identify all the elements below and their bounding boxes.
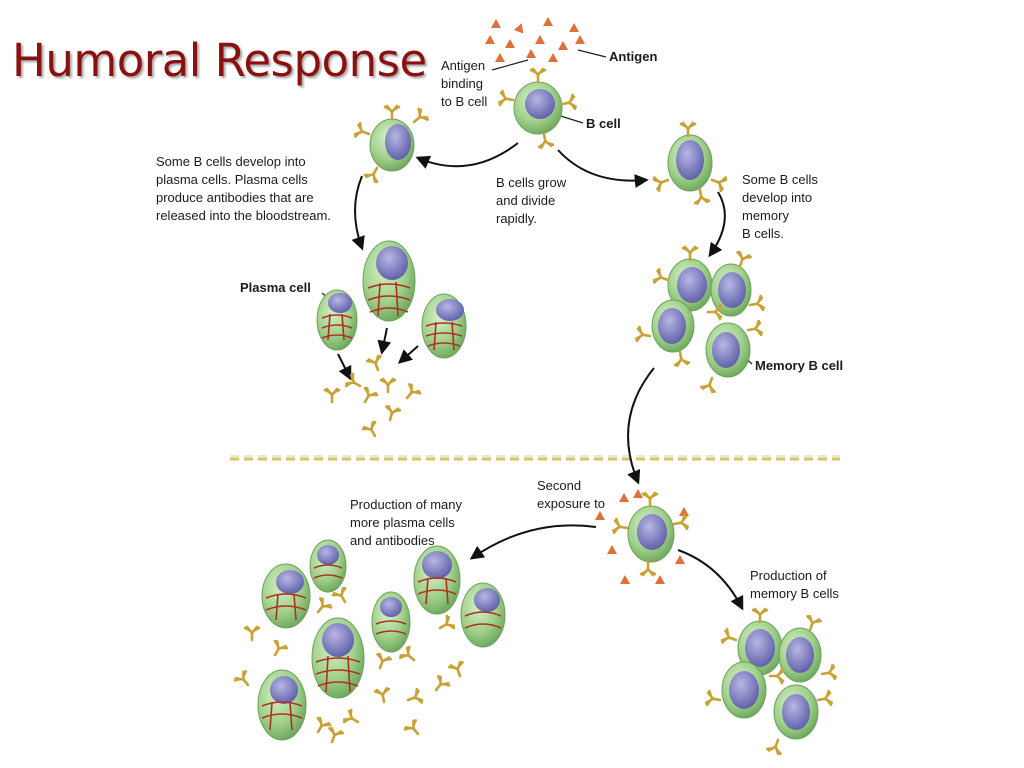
plasma-cell: [316, 289, 358, 351]
b-cell-initial: [497, 67, 578, 150]
memory-precursor-cell: [652, 121, 728, 206]
plasma-cells-upper: [316, 240, 467, 359]
memory-b-cell-cluster-upper: [634, 245, 766, 394]
arrow-to-memory-precursor: [557, 149, 649, 188]
label-memory-b-cell: Memory B cell: [755, 358, 844, 373]
label-plasma-development: Some B cells develop into plasma cells. …: [156, 154, 331, 223]
process-arrows: [337, 142, 744, 611]
label-grow-divide: B cells grow and divide rapidly.: [496, 175, 567, 226]
antigen-particles: [485, 17, 585, 62]
arrow-precursor-to-memory: [708, 191, 726, 258]
memory-b-cell-cluster-lower: [704, 607, 838, 756]
plasma-cell: [421, 293, 467, 359]
b-cell-second-exposure: [611, 491, 690, 577]
plasma-cells-lower: [257, 539, 506, 741]
label-b-cell: B cell: [586, 116, 621, 131]
label-many-plasma: Production of many more plasma cells and…: [350, 497, 463, 548]
slide-title: Humoral Response: [12, 34, 427, 87]
label-memory-development: Some B cells develop into memory B cells…: [742, 172, 818, 241]
arrow-precursor-to-plasma: [351, 175, 365, 251]
arrow-to-plasma-precursor: [415, 142, 519, 169]
label-antigen-binding: Antigen binding to B cell: [441, 58, 488, 109]
arrow-memory-to-second-exposure: [627, 367, 655, 485]
label-second-exposure: Second exposure to: [537, 478, 605, 511]
released-antibodies-upper: [323, 354, 423, 441]
arrow-to-many-plasma: [469, 524, 597, 560]
label-antigen: Antigen: [609, 49, 658, 64]
label-memory-production: Production of memory B cells: [750, 568, 839, 601]
plasma-precursor-cell: [353, 104, 430, 185]
arrow-to-memory-production: [677, 549, 744, 611]
label-plasma-cell: Plasma cell: [240, 280, 311, 295]
plasma-cell: [362, 240, 416, 322]
